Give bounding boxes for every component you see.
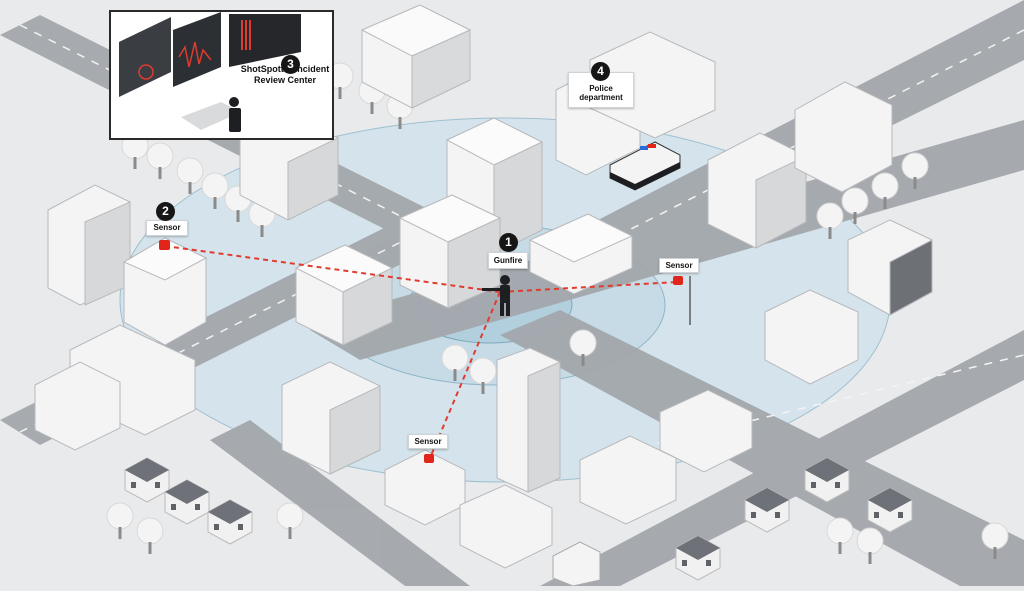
sensor-callout-right: Sensor: [659, 258, 699, 273]
shooter-figure: [482, 275, 510, 316]
analyst-figure: [229, 97, 241, 132]
gunfire-callout: Gunfire: [488, 252, 528, 269]
incident-review-center-inset: ShotSpotter Incident Review Center: [109, 10, 334, 140]
sensor-device: [159, 240, 691, 463]
detection-lines: [164, 245, 679, 459]
sensor-callout-bottom: Sensor: [408, 434, 448, 449]
step-4-badge: 4: [591, 62, 610, 81]
step-3-badge: 3: [281, 55, 300, 74]
delivery-truck: [552, 541, 601, 587]
sensor-2-callout: Sensor: [146, 220, 188, 236]
police-car: [609, 141, 681, 191]
step-1-badge: 1: [499, 233, 518, 252]
police-department-label: Police department: [579, 84, 623, 102]
step-2-badge: 2: [156, 202, 175, 221]
buildings: [34, 4, 933, 569]
